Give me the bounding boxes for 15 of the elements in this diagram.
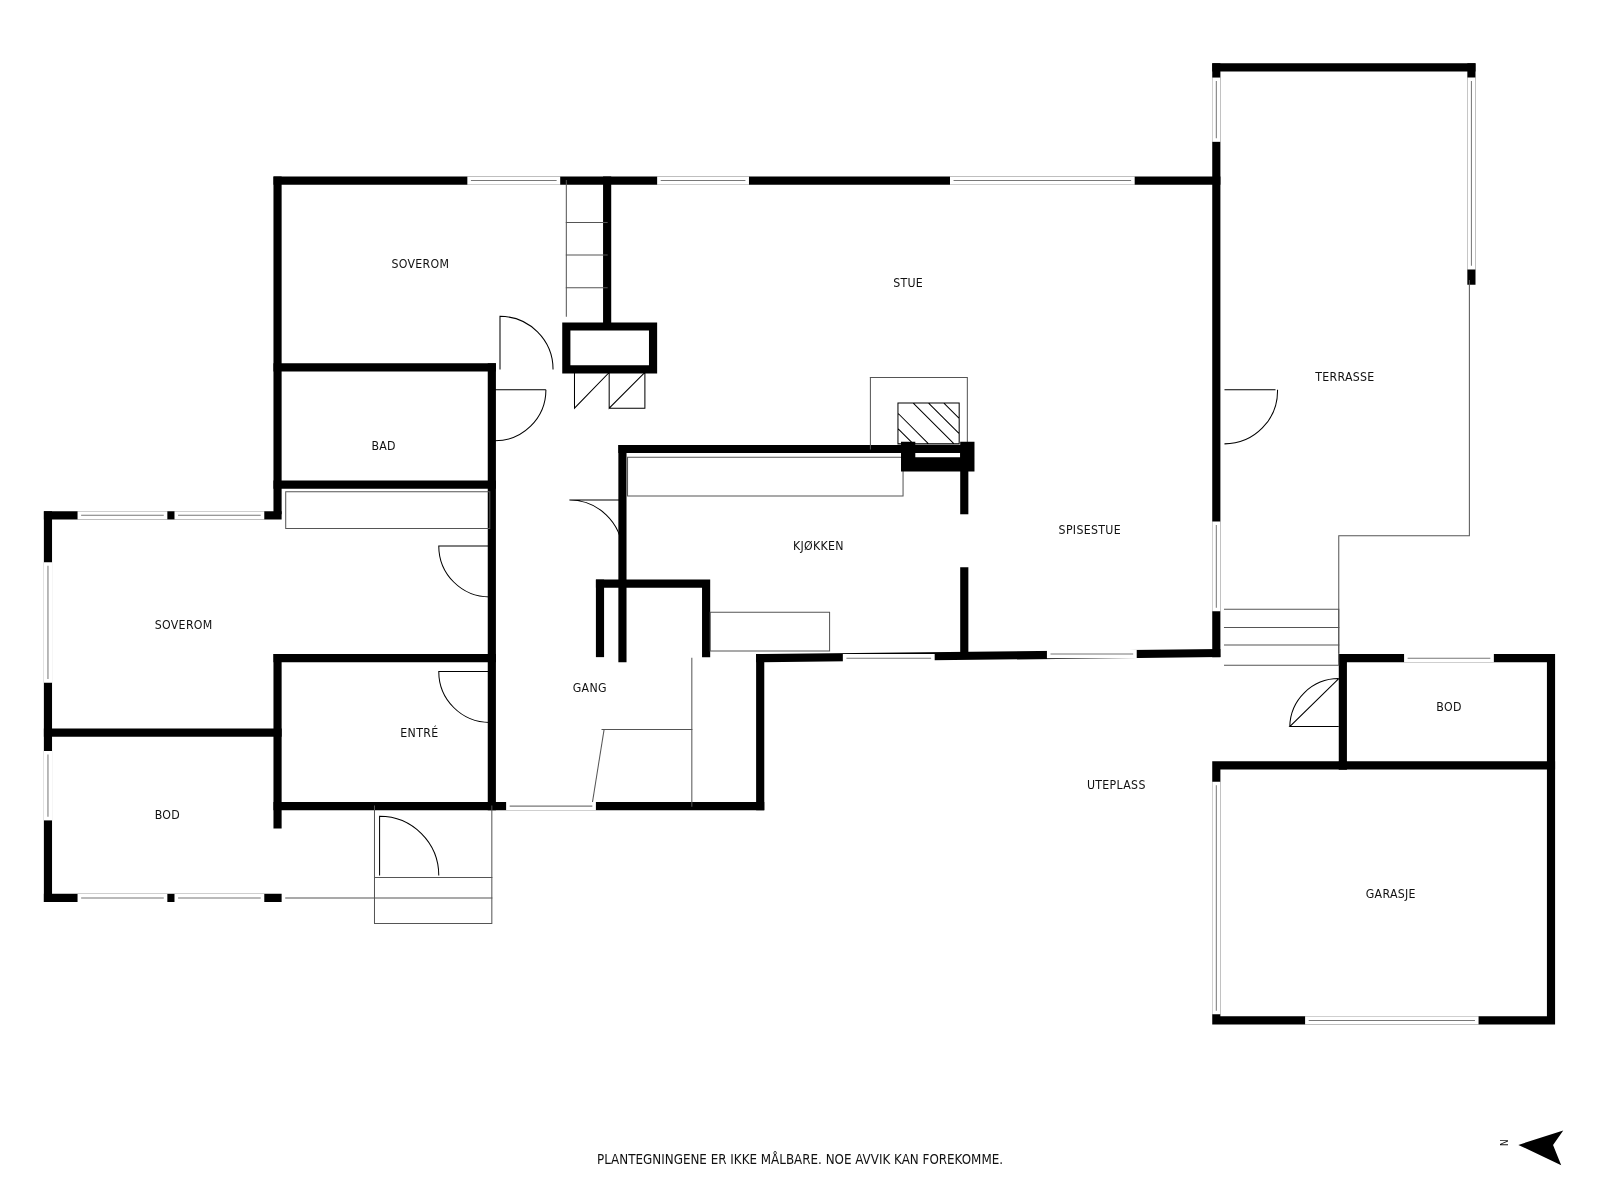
room-label: SPISESTUE <box>1058 522 1121 537</box>
room-label: STUE <box>893 275 924 290</box>
room-label: BAD <box>371 438 396 454</box>
room-label: BOD <box>1436 700 1462 715</box>
room-label: UTEPLASS <box>1086 777 1146 792</box>
room-label: SOVEROM <box>391 257 450 272</box>
room-label: SOVEROM <box>154 617 213 632</box>
disclaimer-caption: PLANTEGNINGENE ER IKKE MÅLBARE. NOE AVVIK KAN FOREKOMME. <box>596 1151 1004 1167</box>
room-label: GARASJE <box>1365 886 1416 901</box>
room-label: ENTRÉ <box>400 725 439 740</box>
room-label: GANG <box>572 680 607 695</box>
room-label: TERRASSE <box>1315 369 1375 384</box>
room-label: BOD <box>154 808 181 823</box>
room-label: KJØKKEN <box>792 538 844 554</box>
north-label: N <box>1498 1139 1510 1147</box>
